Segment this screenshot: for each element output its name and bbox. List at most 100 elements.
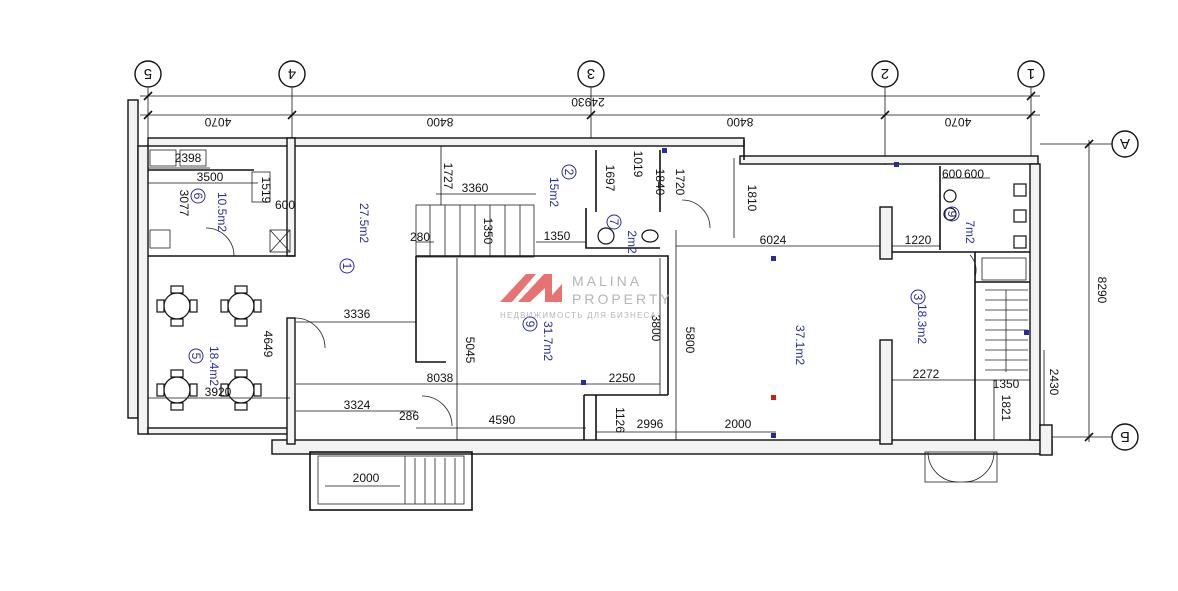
dim-3920: 3920	[205, 385, 232, 399]
urinal-icon	[1013, 209, 1027, 223]
dim-span-5-4: 4070	[204, 115, 231, 129]
axis-1-label: 1	[1027, 65, 1035, 82]
dining-tables	[156, 285, 262, 411]
kitchen-fixtures	[149, 149, 291, 253]
internal-dimensions	[137, 146, 1030, 440]
dim-1727: 1727	[441, 163, 455, 190]
dim-1810: 1810	[745, 185, 759, 212]
axis-1-bubble: 1	[1017, 60, 1045, 88]
dim-1350a: 1350	[481, 218, 495, 245]
room-3-number: 3	[911, 294, 925, 301]
dim-span-4-3: 8400	[426, 115, 453, 129]
dim-2996: 2996	[637, 417, 664, 431]
marker-red	[771, 395, 776, 400]
axis-B-bubble: Б	[1111, 423, 1139, 451]
watermark-logo: MALINA PROPERTY НЕДВИЖИМОСТЬ ДЛЯ БИЗНЕСА	[500, 273, 670, 320]
table-2	[220, 285, 262, 327]
room-2-area: 15m2	[547, 177, 561, 207]
room-7-number: 7	[607, 219, 621, 226]
dim-286: 286	[399, 409, 419, 423]
sink-icon	[943, 189, 957, 203]
dim-2430: 2430	[1047, 369, 1061, 396]
axis-3-label: 3	[587, 65, 595, 82]
dim-1350c: 1350	[993, 377, 1020, 391]
room-1-number: 1	[340, 263, 354, 270]
dim-600b: 600	[942, 167, 962, 181]
room-2-number: 2	[562, 169, 576, 176]
sink-icon	[943, 207, 957, 221]
room-2-label: 2 15m2	[547, 164, 577, 207]
dim-2272: 2272	[913, 367, 940, 381]
dim-2398: 2398	[175, 151, 202, 165]
room-5-number: 5	[189, 353, 203, 360]
top-dimensions: 24930 4070 8400 8400 4070	[140, 91, 1040, 129]
room-6-area: 10.5m2	[215, 192, 229, 232]
dim-6024: 6024	[760, 233, 787, 247]
axis-5-bubble: 5	[134, 60, 162, 88]
dim-span-3-2: 8400	[726, 115, 753, 129]
dimension-labels: 2398 3500 3077 1519 600 1727 3360 280 13…	[175, 151, 1020, 434]
room-3-area: 18.3m2	[915, 304, 929, 344]
watermark-tagline: НЕДВИЖИМОСТЬ ДЛЯ БИЗНЕСА	[500, 311, 657, 320]
room-1-area: 27.5m2	[357, 203, 371, 243]
dim-1350b: 1350	[544, 229, 571, 243]
dim-3336: 3336	[344, 307, 371, 321]
entry-porch: 2000	[309, 451, 998, 511]
doors	[205, 199, 977, 427]
dim-total: 24930	[571, 95, 605, 109]
room-9-area: 31.7m2	[541, 321, 555, 361]
dim-2000a: 2000	[725, 417, 752, 431]
dim-600c: 600	[964, 167, 984, 181]
room-6-number: 6	[191, 193, 205, 200]
sink-icon	[641, 229, 659, 243]
axis-4-bubble: 4	[278, 60, 306, 88]
axis-A-label: A	[1120, 135, 1130, 152]
dim-span-2-1: 4070	[944, 115, 971, 129]
dim-1720: 1720	[673, 169, 687, 196]
table-4	[220, 369, 262, 411]
dim-3800: 3800	[649, 315, 663, 342]
watermark-brand-line1: MALINA	[572, 273, 642, 289]
dim-280: 280	[410, 230, 430, 244]
room-1-label: 1 27.5m2	[339, 203, 371, 274]
axis-B-label: Б	[1120, 428, 1130, 445]
room-wc-number: 9	[945, 211, 959, 218]
stairs-top	[415, 204, 535, 258]
dim-5800: 5800	[683, 327, 697, 354]
right-dimensions: 8290 2430	[1043, 139, 1109, 442]
axis-A-bubble: A	[1111, 130, 1139, 158]
dim-3077: 3077	[177, 190, 191, 217]
dim-1019: 1019	[631, 151, 645, 178]
dim-2250: 2250	[609, 371, 636, 385]
axis-5-label: 5	[144, 65, 152, 82]
column-markers	[581, 148, 1029, 438]
dim-porch-2000: 2000	[353, 471, 380, 485]
dim-5045: 5045	[463, 337, 477, 364]
axis-4-label: 4	[288, 65, 296, 82]
room-5-label: 5 18.4m2	[188, 346, 221, 386]
stairs-right	[985, 289, 1028, 372]
room-5-area: 18.4m2	[207, 346, 221, 386]
dim-4649: 4649	[261, 331, 275, 358]
table-3	[156, 369, 198, 411]
dim-3500: 3500	[197, 170, 224, 184]
room-3-label: 3 18.3m2	[910, 289, 929, 344]
toilet-icon	[597, 227, 615, 245]
dim-1220: 1220	[905, 233, 932, 247]
sanitary-fixtures	[597, 183, 1027, 281]
dim-8038: 8038	[427, 371, 454, 385]
room-6-label: 6 10.5m2	[190, 188, 229, 232]
axis-2-bubble: 2	[871, 60, 899, 88]
dim-height-total: 8290	[1095, 277, 1109, 304]
dim-1821: 1821	[999, 395, 1013, 422]
axis-2-label: 2	[881, 65, 889, 82]
dim-3324: 3324	[344, 398, 371, 412]
building-walls	[127, 99, 1053, 456]
axis-3-bubble: 3	[577, 60, 605, 88]
dim-1126: 1126	[613, 407, 627, 433]
dim-1519: 1519	[259, 177, 273, 204]
room-9-number: 9	[523, 321, 537, 328]
room-7-label: 7 2m2	[606, 214, 639, 254]
dim-4590: 4590	[489, 413, 516, 427]
